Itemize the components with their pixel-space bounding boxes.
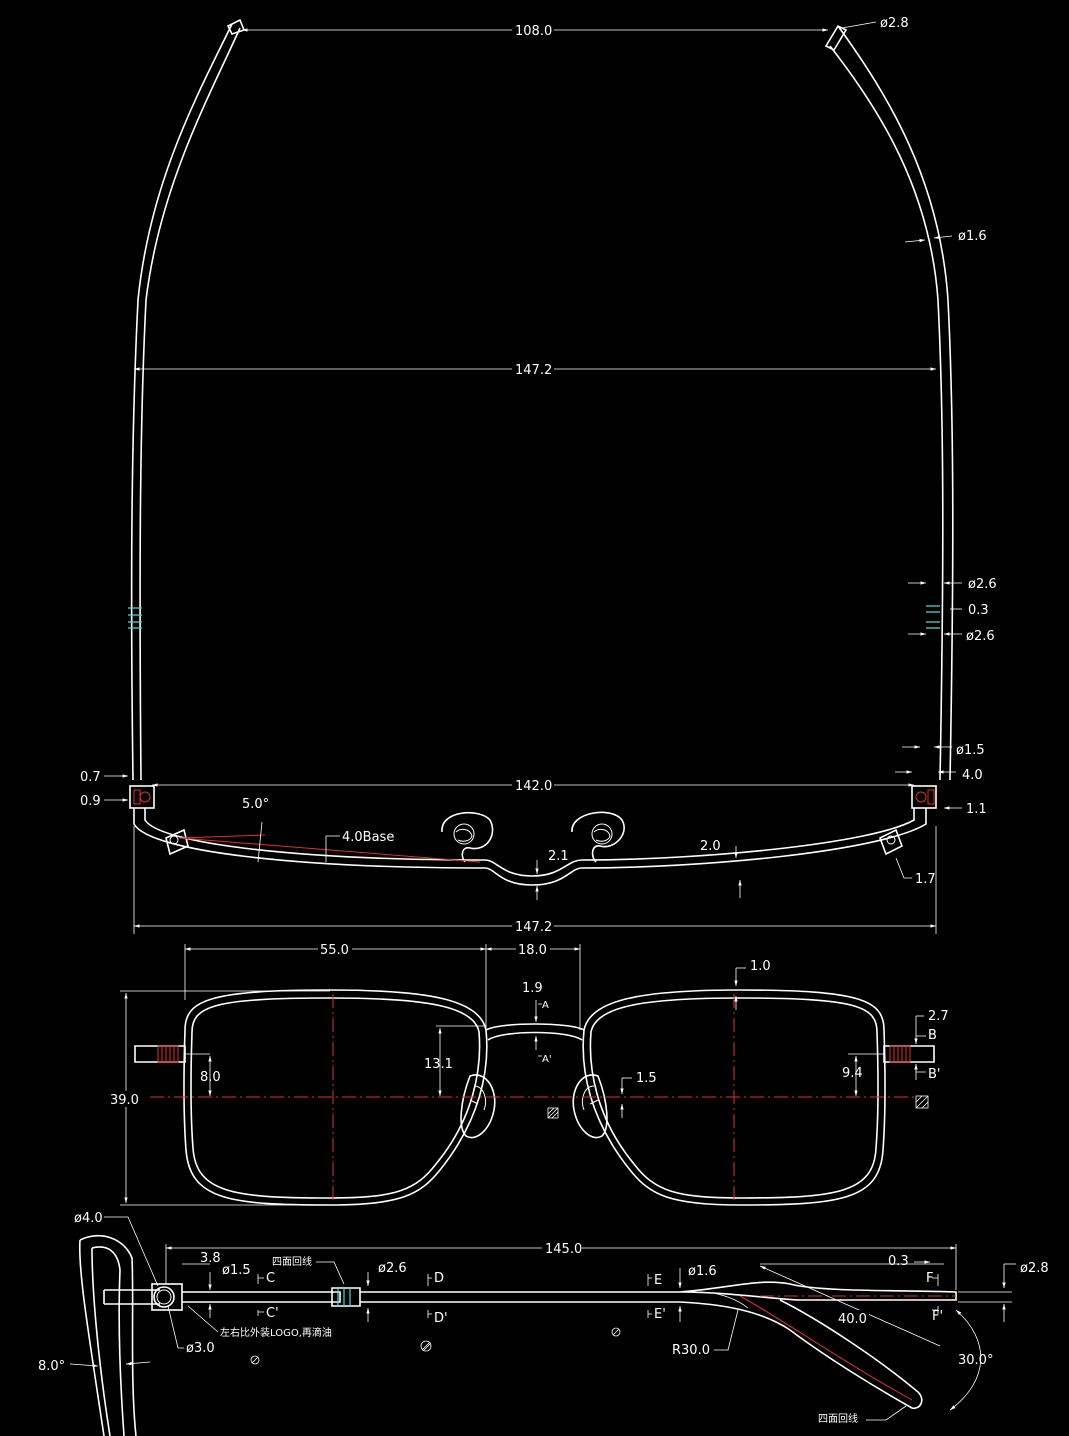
dim-bridge-width: 18.0	[518, 943, 547, 958]
dim-0-9: 0.9	[80, 794, 101, 809]
front-frame-top	[133, 808, 927, 886]
section-d2: D'	[434, 1311, 448, 1326]
section-a2: A'	[542, 1054, 552, 1065]
section-c: C	[266, 1271, 275, 1286]
dim-lens-height: 39.0	[110, 1093, 139, 1108]
dim-hinge-dia: ø1.5	[956, 743, 985, 758]
right-temple	[829, 25, 954, 781]
rim-profile	[78, 1234, 137, 1436]
dim-147-lower: 147.2	[515, 920, 552, 935]
left-hinge	[129, 785, 155, 809]
dim-lens-width: 55.0	[320, 943, 349, 958]
dim-radius: R30.0	[672, 1343, 710, 1358]
note-surface-2: 四面回线	[818, 1412, 858, 1425]
temple-tip	[679, 1281, 957, 1410]
dim-endpiece: 1.7	[915, 872, 936, 887]
dim-hinge-offset: 4.0	[962, 768, 983, 783]
note-surface-1: 四面回线	[272, 1255, 312, 1268]
dim-tip-dia-side: ø2.8	[1020, 1261, 1049, 1276]
dim-ring-dia-side: ø2.6	[378, 1261, 407, 1276]
left-lens-rim	[183, 989, 488, 1206]
dim-0-7: 0.7	[80, 770, 101, 785]
side-view: ø4.0 ø3.0 145.0 3.8 ø1.5 C C' 四面回线 左右比外装…	[38, 1211, 1049, 1436]
dim-temple-dia-side: ø1.6	[688, 1264, 717, 1279]
front-view: 55.0 18.0 1.9 A A' 1.0 B B' 2.7 13.1 1.5…	[108, 941, 949, 1206]
note-logo: 左右比外装LOGO,再滴油	[220, 1326, 332, 1339]
dim-screw-dia: ø3.0	[186, 1341, 215, 1356]
dim-top-rim: 1.0	[750, 959, 771, 974]
dim-hinge-h-r: 9.4	[842, 1066, 863, 1081]
left-nose-pad	[460, 1074, 496, 1139]
section-e2: E'	[654, 1307, 666, 1322]
section-b: B	[928, 1028, 937, 1043]
dim-tip-length: 40.0	[838, 1312, 867, 1327]
dim-hinge-dia-side: ø1.5	[222, 1263, 251, 1278]
dim-ring-1: ø2.6	[968, 577, 997, 592]
left-temple	[130, 23, 241, 781]
dim-tip-dia: ø2.8	[880, 16, 909, 31]
nose-pads-top	[441, 811, 625, 863]
section-e: E	[654, 1273, 662, 1288]
dim-hinge-h-l: 8.0	[200, 1070, 221, 1085]
dim-base-curve: 4.0Base	[342, 830, 394, 845]
dim-108: 108.0	[515, 24, 552, 39]
dim-rim-angle: 8.0°	[38, 1359, 65, 1374]
section-c2: C'	[266, 1306, 279, 1321]
dim-pad-offset: 1.5	[636, 1071, 657, 1086]
dim-face-angle: 5.0°	[242, 797, 269, 812]
dim-bridge-bar: 1.9	[522, 981, 543, 996]
right-hinge	[911, 785, 937, 809]
dim-ring-2: ø2.6	[966, 629, 995, 644]
dim-bridge-depth: 2.1	[548, 849, 569, 864]
dim-rim-thickness: 2.0	[700, 839, 721, 854]
dim-147-upper: 147.2	[515, 363, 552, 378]
dim-end-thick: 2.7	[928, 1009, 949, 1024]
top-view: 108.0 ø2.8 ø1.6 147.2 ø2.6 0.3 ø2.6 ø1.5…	[80, 16, 997, 935]
section-a: A	[542, 1000, 549, 1011]
dim-3-8: 3.8	[200, 1251, 221, 1266]
dim-bridge-height: 13.1	[424, 1057, 453, 1072]
dim-rim-dia: ø4.0	[74, 1211, 103, 1226]
section-b2: B'	[928, 1067, 941, 1082]
dim-0-3-side: 0.3	[888, 1254, 909, 1269]
dim-ring-gap: 0.3	[968, 603, 989, 618]
bridge	[485, 1023, 585, 1041]
right-rings	[926, 605, 940, 629]
dim-1-1: 1.1	[966, 802, 987, 817]
temple-side	[103, 1289, 160, 1305]
dim-temple-length: 145.0	[545, 1242, 582, 1257]
section-f2: F'	[932, 1309, 943, 1324]
section-f: F	[926, 1271, 933, 1286]
dim-bend-angle: 30.0°	[958, 1353, 993, 1368]
dim-temple-dia: ø1.6	[958, 229, 987, 244]
right-nose-pad	[572, 1074, 608, 1139]
left-rings	[128, 607, 142, 629]
right-lens-rim	[582, 989, 886, 1206]
dim-142: 142.0	[515, 779, 552, 794]
section-d: D	[434, 1271, 444, 1286]
